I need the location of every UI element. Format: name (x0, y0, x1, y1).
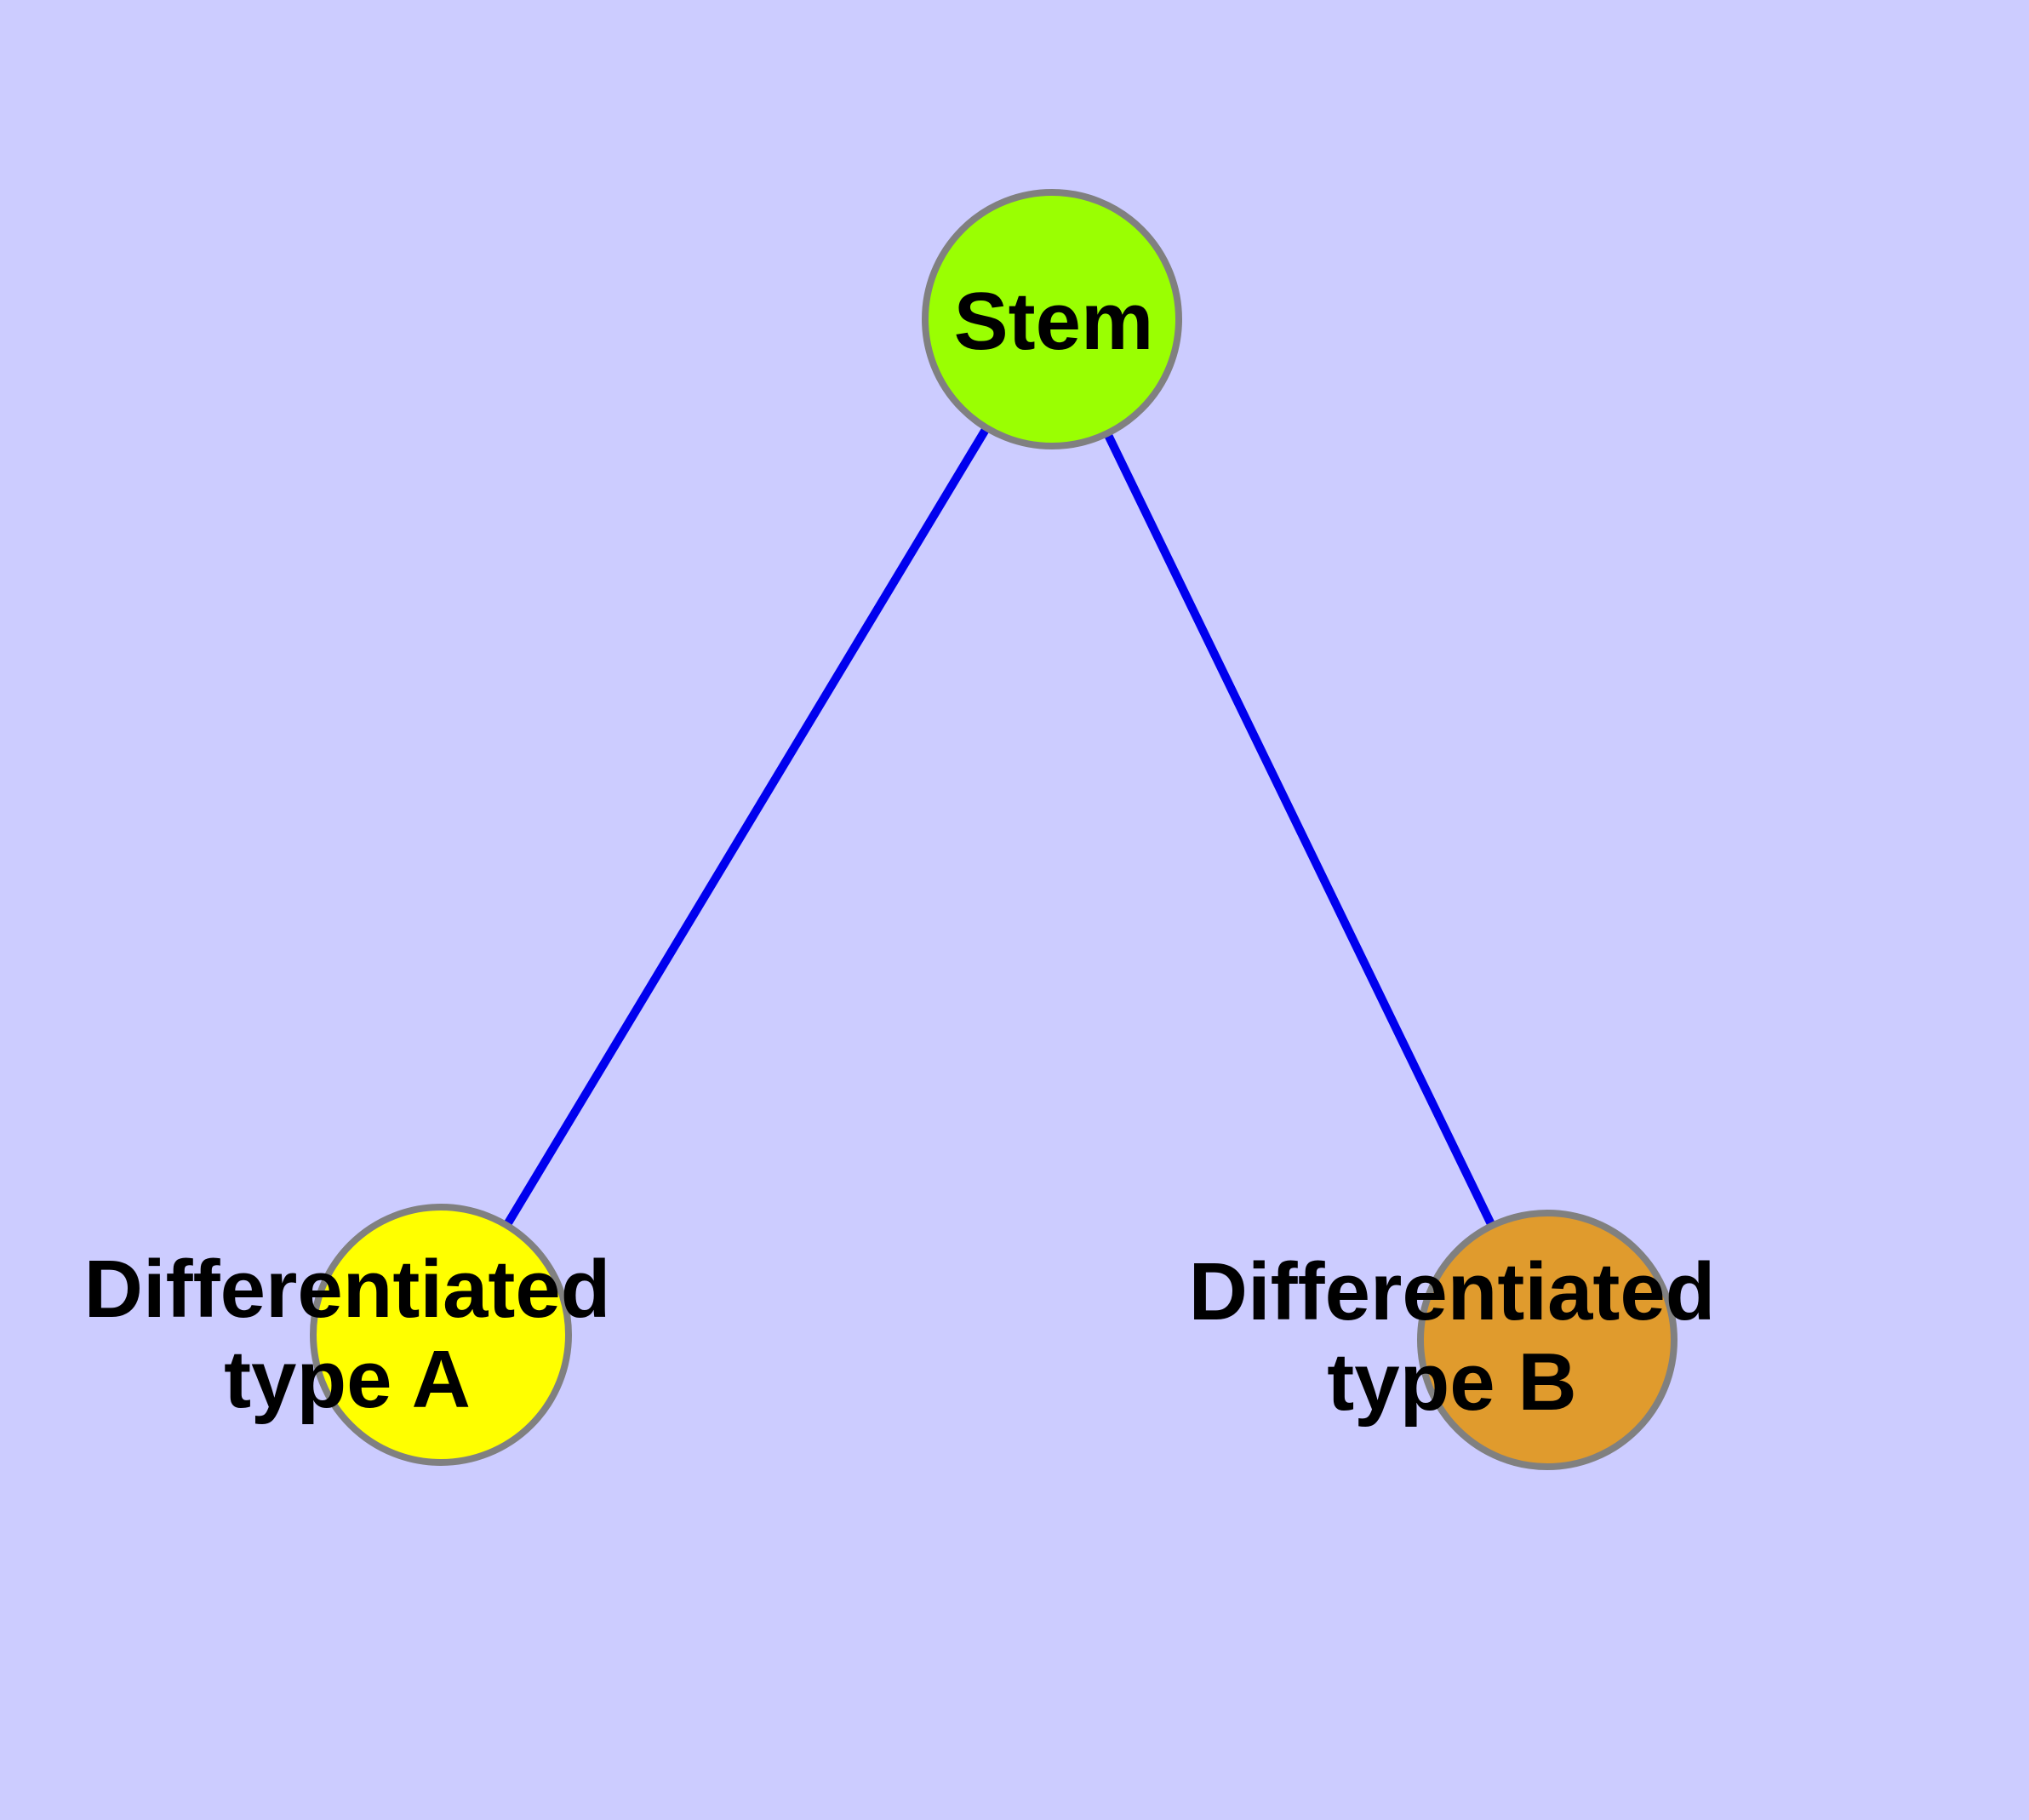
node-diff_b[interactable] (1417, 1210, 1677, 1470)
node-label-line: Stem (954, 276, 1154, 367)
edges-layer (437, 317, 1552, 1342)
edge-stem-diff-a[interactable] (437, 317, 1056, 1337)
nodes-layer (310, 189, 1677, 1470)
node-stem[interactable] (922, 189, 1182, 449)
node-diff_a[interactable] (310, 1204, 572, 1466)
node-label-line: type B (1327, 1336, 1576, 1428)
node-label-line: Differentiated (84, 1244, 611, 1335)
node-label-line: type A (224, 1334, 471, 1425)
node-label-line: Differentiated (1189, 1246, 1716, 1337)
node-label-stem: Stem (954, 276, 1154, 367)
edge-stem-diff-b[interactable] (1048, 317, 1552, 1342)
